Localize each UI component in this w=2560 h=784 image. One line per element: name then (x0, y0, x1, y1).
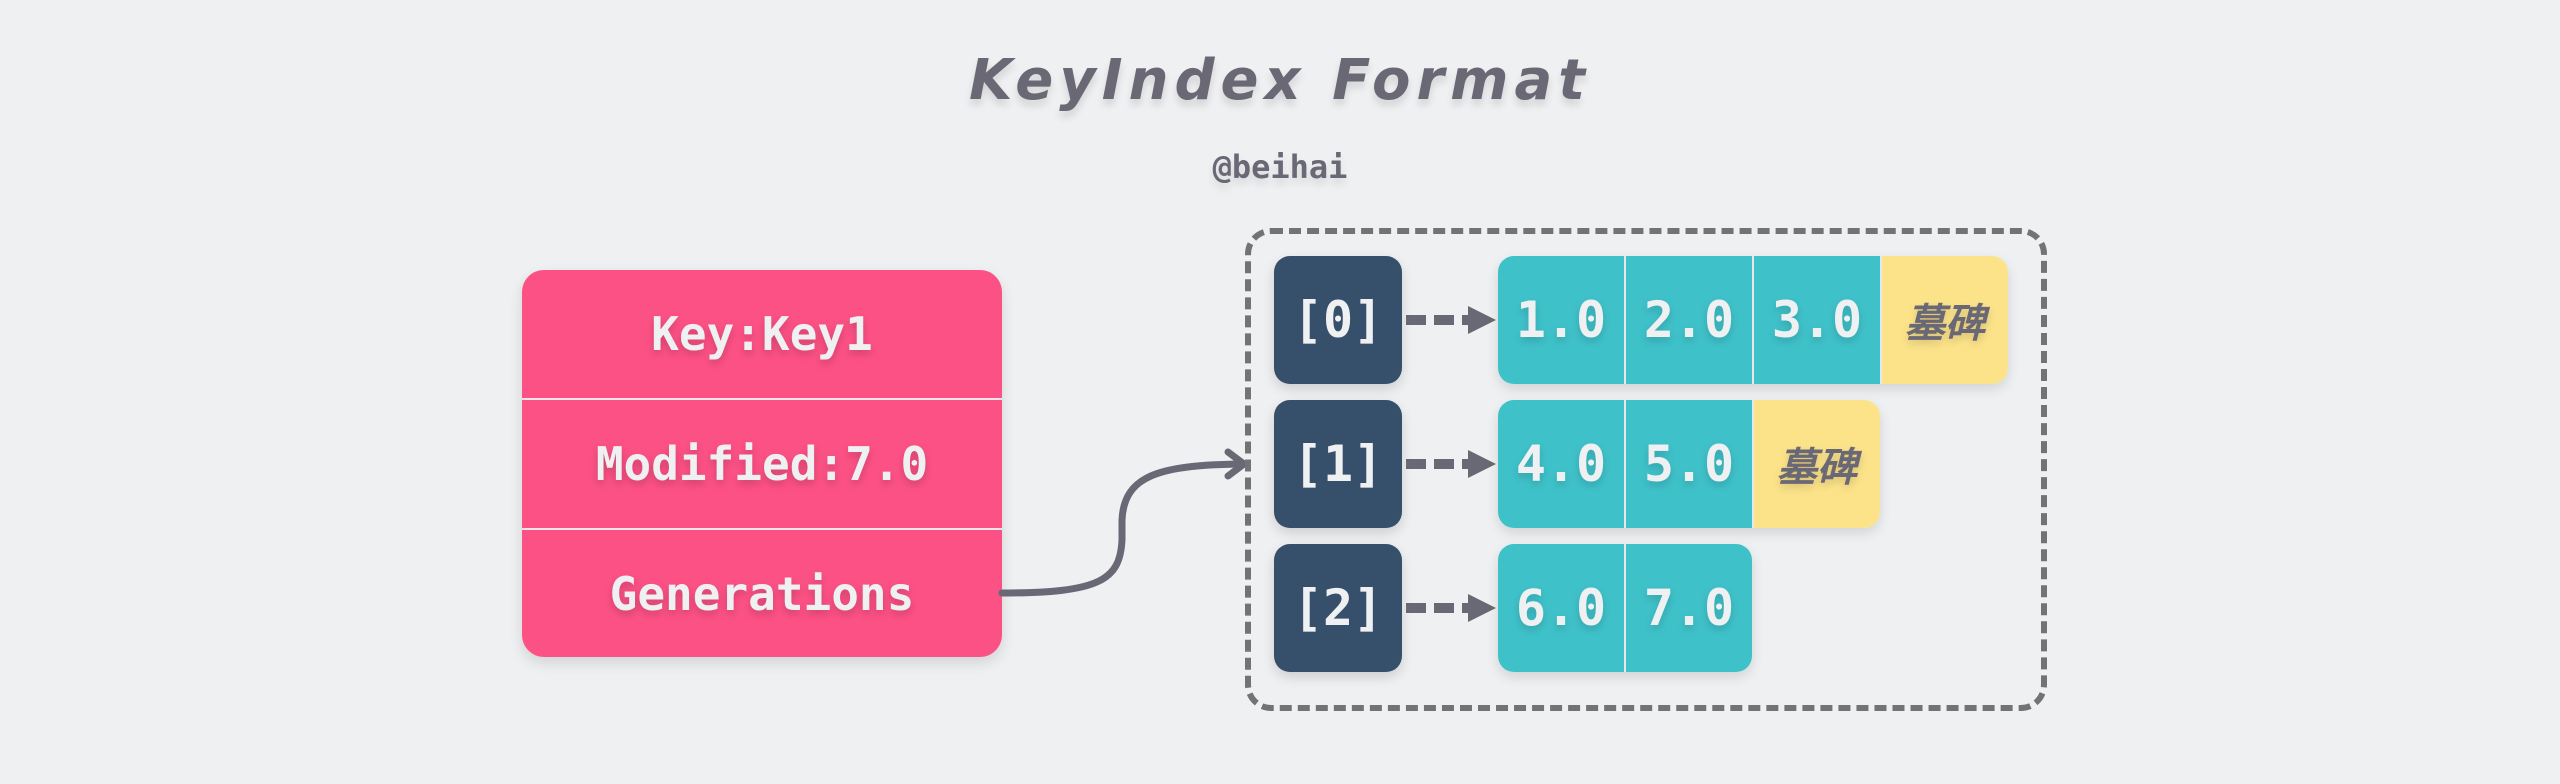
generations-container (1245, 228, 2047, 711)
generations-field: Generations (522, 528, 1002, 657)
modified-field: Modified:7.0 (522, 398, 1002, 528)
dashed-arrow-icon (1406, 450, 1496, 478)
author-label: @beihai (1212, 148, 1348, 186)
revision-array: 4.0 5.0 墓碑 (1498, 400, 1880, 528)
key-field: Key:Key1 (651, 307, 873, 361)
key-index-card: Key:Key1 Modified:7.0 Generations (522, 270, 1002, 657)
dashed-arrow-icon (1406, 306, 1496, 334)
revision-cell: 4.0 (1498, 400, 1624, 528)
revision-cell: 5.0 (1624, 400, 1752, 528)
revision-array: 6.0 7.0 (1498, 544, 1752, 672)
revision-cell: 1.0 (1498, 256, 1624, 384)
tombstone-cell: 墓碑 (1752, 400, 1880, 528)
revision-cell: 7.0 (1624, 544, 1752, 672)
generation-index-box: [0] (1274, 256, 1402, 384)
generation-index-box: [1] (1274, 400, 1402, 528)
revision-cell: 2.0 (1624, 256, 1752, 384)
revision-cell: 6.0 (1498, 544, 1624, 672)
revision-array: 1.0 2.0 3.0 墓碑 (1498, 256, 2008, 384)
revision-cell: 3.0 (1752, 256, 1880, 384)
tombstone-cell: 墓碑 (1880, 256, 2008, 384)
dashed-arrow-icon (1406, 594, 1496, 622)
generation-index-box: [2] (1274, 544, 1402, 672)
diagram-title: KeyIndex Format (968, 48, 1592, 113)
